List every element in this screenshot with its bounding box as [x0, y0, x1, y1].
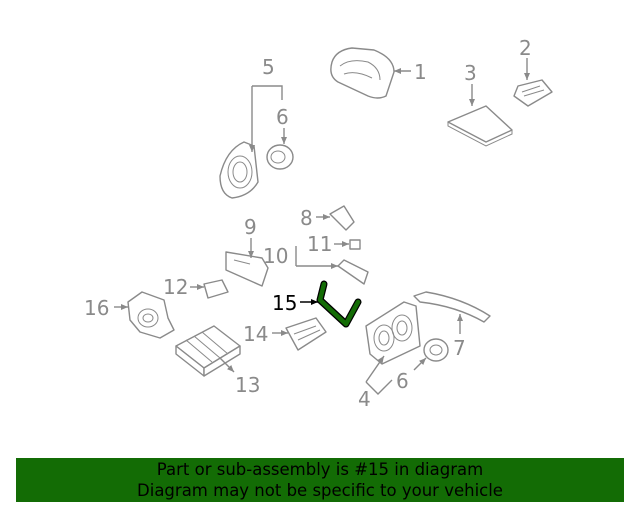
part-4-twin-vent [365, 301, 421, 365]
leader-4 [365, 355, 385, 383]
part-14-small-vent [285, 317, 327, 351]
callout-11: 11 [307, 232, 332, 256]
part-7-long-trim [413, 291, 491, 323]
banner-line-2: Diagram may not be specific to your vehi… [137, 481, 503, 500]
part-12-block [203, 279, 229, 299]
callout-3: 3 [464, 61, 477, 85]
part-2-vent [513, 79, 553, 107]
part-5-bezel [219, 141, 259, 199]
callout-9: 9 [244, 215, 257, 239]
callout-2: 2 [519, 36, 532, 60]
part-16-side-vent [127, 291, 175, 339]
callout-16: 16 [84, 296, 109, 320]
callout-6-lower: 6 [396, 369, 409, 393]
callout-8: 8 [300, 206, 313, 230]
part-6-round-vent-lower [423, 338, 449, 362]
callout-1: 1 [414, 60, 427, 84]
callout-5: 5 [262, 55, 275, 79]
part-3-panel [447, 105, 513, 147]
callout-6-upper: 6 [276, 105, 289, 129]
leader-6b [413, 357, 427, 371]
leader-13 [219, 357, 235, 373]
callout-7: 7 [453, 336, 466, 360]
part-8-trim [329, 205, 355, 231]
leader-4-bracket [365, 379, 393, 395]
part-10-trim-strip [337, 259, 369, 285]
part-1-cluster-hood [330, 47, 395, 99]
part-9-trim-plate [225, 251, 269, 287]
callout-14: 14 [243, 322, 268, 346]
part-11-clip [349, 239, 361, 250]
callout-10: 10 [263, 244, 288, 268]
leader-5-bracket [252, 85, 283, 100]
parts-diagram: 1 2 3 5 6 8 9 11 [84, 36, 553, 411]
banner-line-1: Part or sub-assembly is #15 in diagram [156, 460, 484, 479]
callout-12: 12 [163, 275, 188, 299]
part-6-round-vent-upper [266, 144, 294, 170]
callout-15: 15 [272, 291, 297, 315]
part-15-bracket-highlighted [316, 280, 362, 328]
part-13-control-module [175, 325, 241, 377]
disclaimer-banner: Part or sub-assembly is #15 in diagram D… [16, 458, 624, 502]
callout-13: 13 [235, 373, 260, 397]
callout-4: 4 [358, 387, 371, 411]
